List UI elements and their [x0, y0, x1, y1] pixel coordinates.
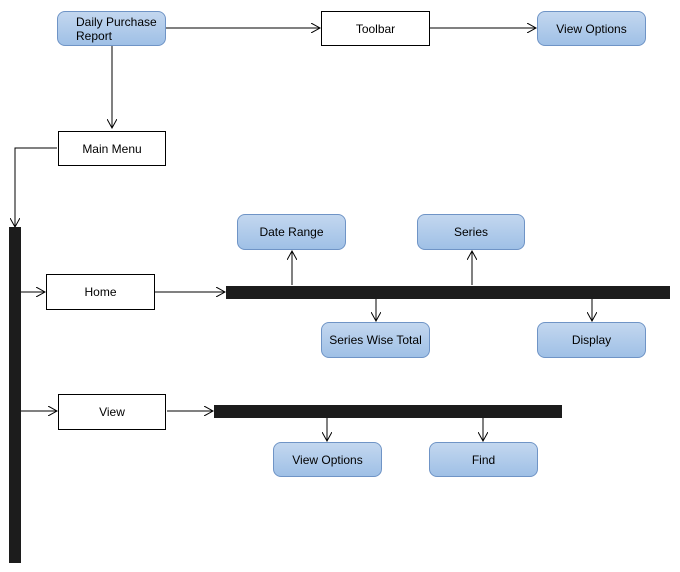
- display-node[interactable]: Display: [537, 322, 646, 358]
- find-node[interactable]: Find: [429, 442, 538, 477]
- main-menu-bar: [9, 227, 21, 563]
- series-node[interactable]: Series: [417, 214, 525, 250]
- main-menu-node[interactable]: Main Menu: [58, 131, 166, 166]
- toolbar-node[interactable]: Toolbar: [321, 11, 430, 46]
- view-options-top-node[interactable]: View Options: [537, 11, 646, 46]
- view-node[interactable]: View: [58, 394, 166, 430]
- daily-purchase-report-node[interactable]: Daily Purchase Report: [57, 11, 166, 46]
- date-range-node[interactable]: Date Range: [237, 214, 346, 250]
- home-bar: [226, 286, 670, 299]
- arrow-main-menu-to-bar: [15, 147, 57, 227]
- series-wise-total-node[interactable]: Series Wise Total: [321, 322, 430, 358]
- view-options-bottom-node[interactable]: View Options: [273, 442, 382, 477]
- view-bar: [214, 405, 562, 418]
- home-node[interactable]: Home: [46, 274, 155, 310]
